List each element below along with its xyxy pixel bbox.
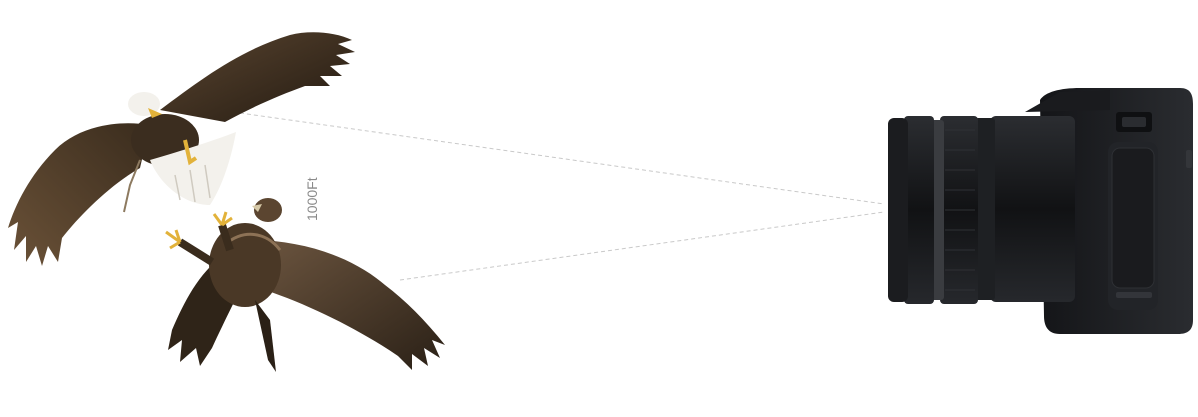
sight-line-lower xyxy=(399,211,885,281)
sight-line-upper xyxy=(239,112,885,205)
